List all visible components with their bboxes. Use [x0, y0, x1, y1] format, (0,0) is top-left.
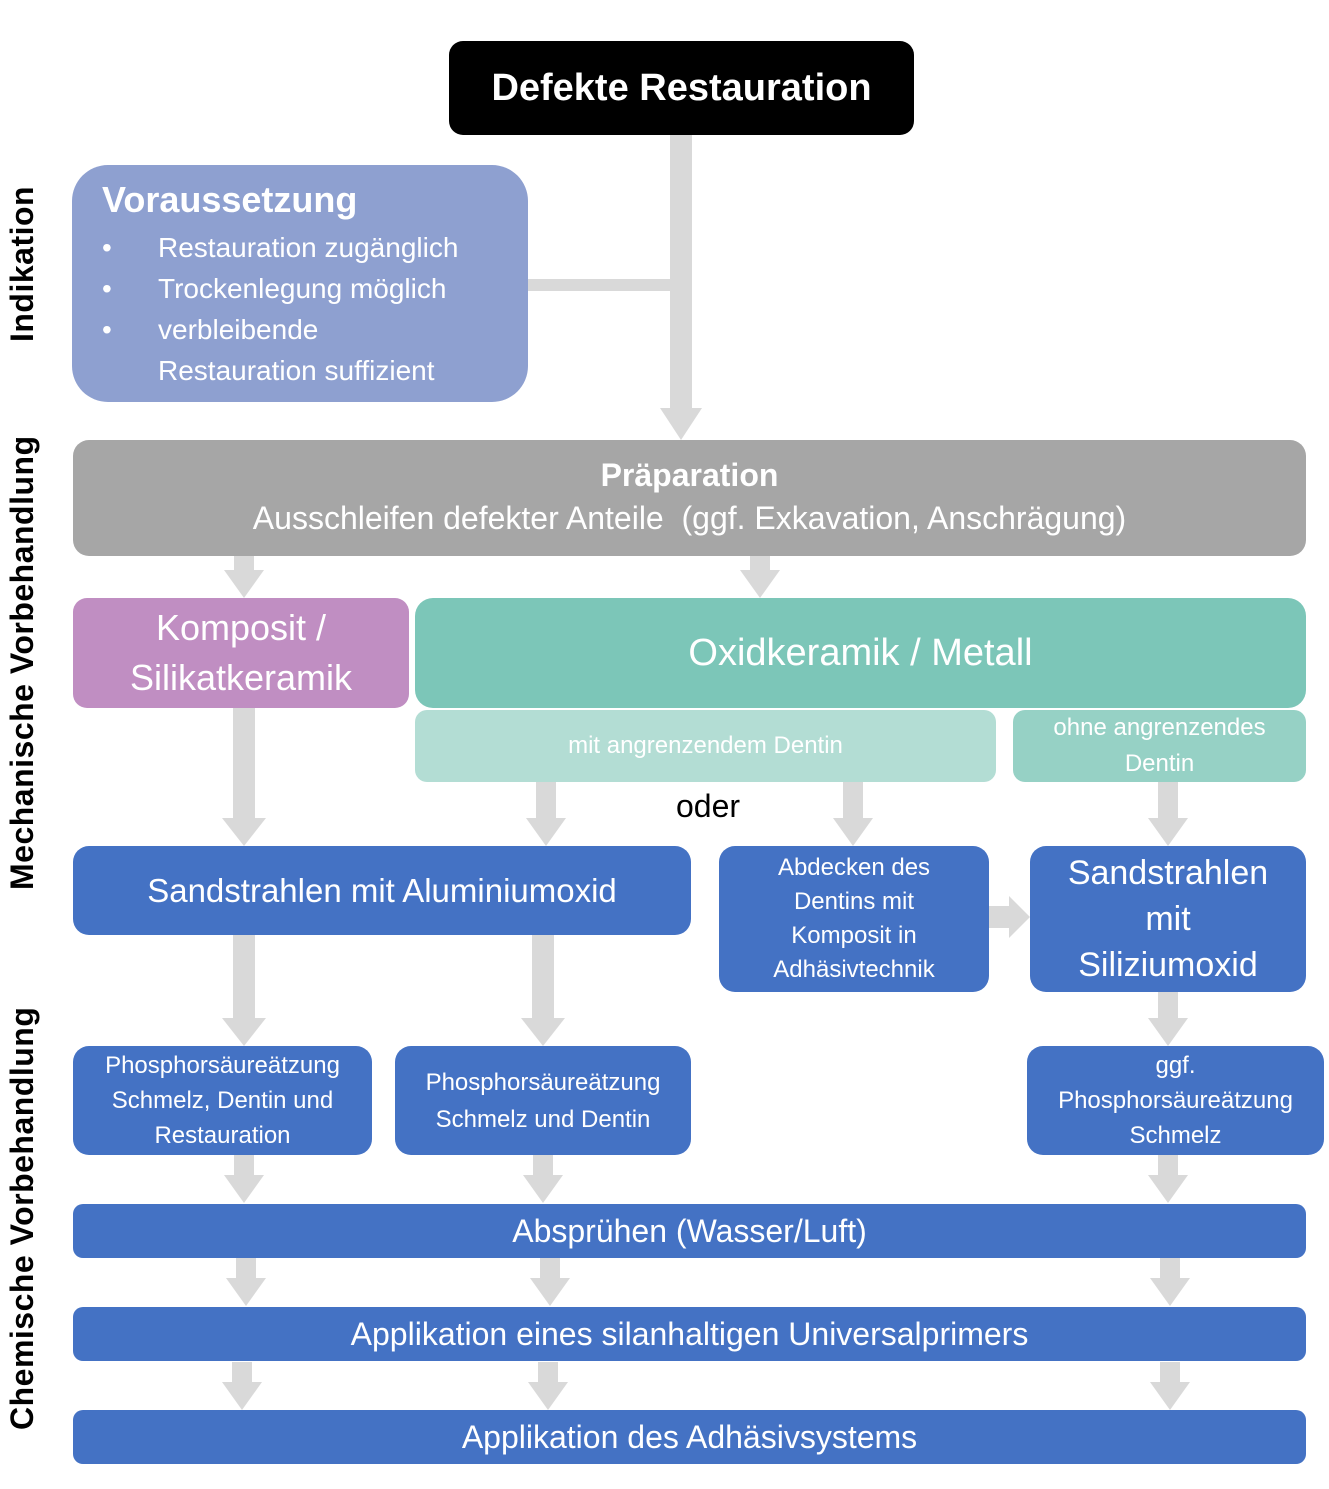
side-label-mechanical: Mechanische Vorbehandlung [4, 435, 40, 890]
arrow-primer-to-adhesive-2 [528, 1382, 568, 1410]
etch-enamel-dentin-box: Phosphorsäureätzung Schmelz und Dentin [395, 1046, 691, 1155]
prerequisite-item: •verbleibende [102, 314, 319, 345]
connector-trunk [670, 135, 692, 410]
arrow-primer-to-adhesive-3 [1150, 1382, 1190, 1410]
with-dentin-box: mit angrenzendem Dentin [415, 710, 996, 782]
start-node: Defekte Restauration [449, 41, 914, 135]
connector-prerequisite [527, 279, 677, 291]
arrow-to-oxide [740, 570, 780, 598]
preparation-subtitle: Ausschleifen defekter Anteile (ggf. Exka… [252, 500, 1127, 536]
etch-enamel-optional-box: ggf. Phosphorsäureätzung Schmelz [1027, 1046, 1324, 1155]
arrow-rinse-to-primer-2 [530, 1278, 570, 1306]
arrow-rinse-to-primer-1 [226, 1278, 266, 1306]
arrow-cover-to-silox [1009, 896, 1030, 938]
arrow-rinse-to-primer-3 [1150, 1278, 1190, 1306]
prerequisite-item: •Restauration zugänglich [102, 232, 459, 263]
arrow-etch-ed-to-rinse [523, 1175, 563, 1203]
arrow-to-preparation [660, 408, 702, 440]
sandblast-silox-box: Sandstrahlen mit Siliziumoxid [1030, 846, 1306, 992]
preparation-title: Präparation [600, 457, 779, 493]
arrow-nodentin-to-silox [1148, 818, 1188, 846]
prerequisite-title: Voraussetzung [102, 179, 358, 220]
sandblast-alox-box: Sandstrahlen mit Aluminiumoxid [73, 846, 691, 935]
prerequisite-item: Restauration suffizient [158, 355, 435, 386]
prerequisite-box: Voraussetzung •Restauration zugänglich •… [72, 165, 528, 402]
side-label-indication: Indikation [4, 185, 40, 342]
cover-dentin-box: Abdecken des Dentins mit Komposit in Adh… [719, 846, 989, 992]
arrow-dentin-to-cover [833, 818, 873, 846]
preparation-box: Präparation Ausschleifen defekter Anteil… [73, 440, 1306, 556]
start-title: Defekte Restauration [491, 66, 872, 109]
arrow-etch-all-to-rinse [224, 1175, 264, 1203]
arrow-composite-to-sandblast [222, 818, 266, 846]
arrow-alox-to-etch-all [222, 1018, 266, 1046]
arrow-to-composite [224, 570, 264, 598]
composite-box: Komposit / Silikatkeramik [73, 598, 409, 708]
adhesive-box: Applikation des Adhäsivsystems [73, 1410, 1306, 1464]
arrow-dentin-to-sandblast [526, 818, 566, 846]
arrow-silox-to-etch-optional [1148, 1018, 1188, 1046]
without-dentin-box: ohne angrenzendes Dentin [1013, 710, 1306, 782]
prerequisite-item: •Trockenlegung möglich [102, 273, 447, 304]
arrow-alox-to-etch-ed [521, 1018, 565, 1046]
arrow-etch-opt-to-rinse [1148, 1175, 1188, 1203]
etch-all-box: Phosphorsäureätzung Schmelz, Dentin und … [73, 1046, 372, 1155]
arrow-primer-to-adhesive-1 [222, 1382, 262, 1410]
rinse-box: Absprühen (Wasser/Luft) [73, 1204, 1306, 1258]
oxide-box: Oxidkeramik / Metall [415, 598, 1306, 708]
side-label-chemical: Chemische Vorbehandlung [4, 1006, 40, 1430]
primer-box: Applikation eines silanhaltigen Universa… [73, 1307, 1306, 1361]
or-label: oder [676, 788, 741, 824]
